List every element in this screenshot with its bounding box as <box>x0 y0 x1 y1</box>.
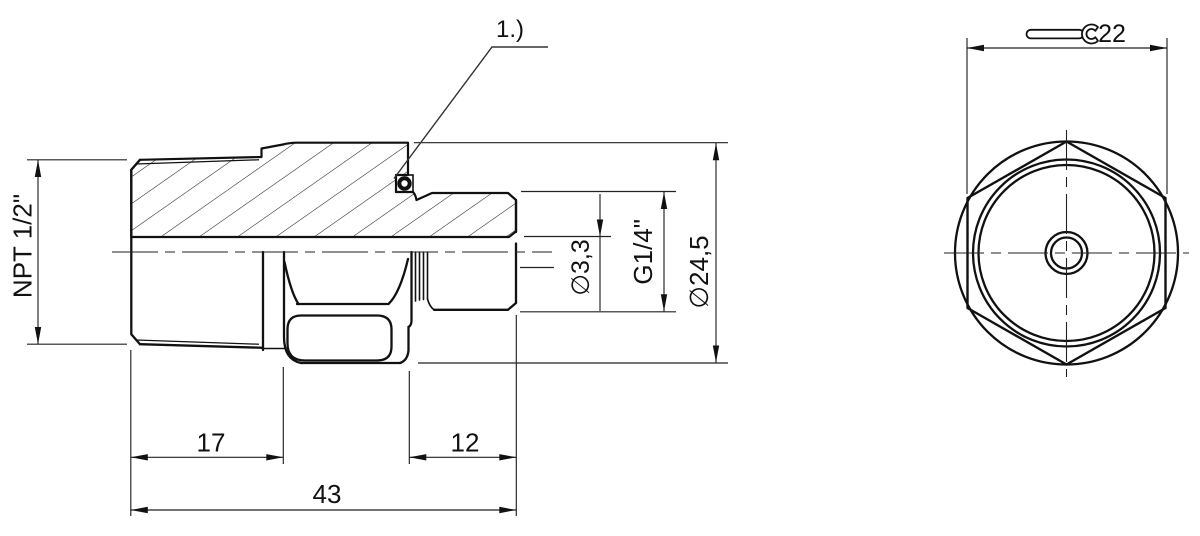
dim-collar-diameter: ∅24,5 <box>414 142 728 364</box>
wrench-size-label: 22 <box>1098 20 1126 48</box>
npt-thread-root-lines <box>135 159 260 345</box>
callout-label: 1.) <box>496 16 524 43</box>
dim-npt-thread: NPT 1/2" <box>8 159 127 345</box>
g-thread-runout-curve <box>426 298 435 311</box>
g-length-label: 12 <box>451 428 480 458</box>
collar-diameter-label: ∅24,5 <box>684 235 714 308</box>
seal-spigot-face <box>407 250 413 329</box>
wrench-icon <box>1025 23 1099 45</box>
npt-thread-bottom-crest <box>138 343 265 349</box>
npt-length-label: 17 <box>197 428 226 458</box>
collar-right-corner <box>398 325 410 365</box>
hex-flat-chamfer-arcs <box>283 257 410 306</box>
g-thread-runout-lines <box>414 251 429 302</box>
hex-lower-flat <box>286 314 393 362</box>
hex-left-edge <box>282 250 303 365</box>
dim-g-length: 12 <box>408 315 517 516</box>
g-thread-bottom-crest <box>432 301 518 311</box>
oring-groove <box>395 174 414 193</box>
end-view: 22 <box>944 20 1189 377</box>
oring-cross-section <box>397 176 412 191</box>
bore-diameter-label: ∅3,3 <box>567 239 595 296</box>
dim-total-length: 43 <box>130 479 517 514</box>
dim-wrench-size: 22 <box>966 20 1168 194</box>
oring-seal-detail <box>395 174 414 193</box>
total-length-label: 43 <box>313 479 342 509</box>
side-view: NPT 1/2" 17 12 43 ∅3,3 <box>8 16 728 516</box>
section-hatch-body <box>130 141 518 239</box>
hex-chamfer-circle-outer <box>971 158 1162 348</box>
callout-leader-line <box>393 46 548 179</box>
dim-g-thread: G1/4" <box>520 190 676 313</box>
npt-thread-label: NPT 1/2" <box>8 194 38 298</box>
g-thread-label: G1/4" <box>628 219 658 285</box>
callout-oring: 1.) <box>393 16 548 179</box>
dim-bore-diameter: ∅3,3 <box>520 194 611 311</box>
dim-npt-length: 17 <box>130 350 284 516</box>
